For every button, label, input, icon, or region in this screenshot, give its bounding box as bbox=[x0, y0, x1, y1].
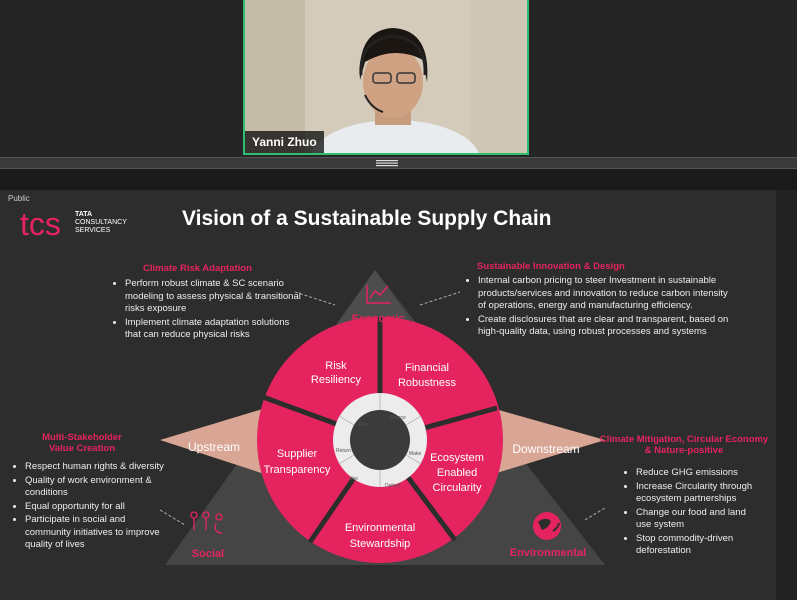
people-icon bbox=[190, 511, 223, 534]
list-item: Create disclosures that are clear and tr… bbox=[478, 314, 733, 339]
cycle-hub bbox=[350, 410, 410, 470]
panel-resize-handle[interactable] bbox=[0, 157, 797, 169]
stakeholder-title: Multi-Stakeholder Value Creation bbox=[42, 432, 122, 454]
grip-icon bbox=[376, 160, 398, 167]
innovation-list: Internal carbon pricing to steer Investm… bbox=[465, 275, 733, 340]
list-item: Quality of work environment & conditions bbox=[25, 475, 170, 500]
tcs-logo: tcs TATA CONSULTANCY SERVICES bbox=[20, 206, 127, 242]
supplier-label-2: Transparency bbox=[264, 464, 331, 476]
slide-diagram: Plan Source Make Deliver Use Return Risk… bbox=[20, 206, 606, 565]
financial-label-2: Robustness bbox=[398, 377, 457, 389]
leader-line bbox=[419, 291, 461, 306]
downstream-label: Downstream bbox=[512, 442, 579, 456]
economic-label: Economic bbox=[352, 313, 405, 325]
slide-title: Vision of a Sustainable Supply Chain bbox=[182, 207, 552, 230]
shared-slide: Plan Source Make Deliver Use Return Risk… bbox=[0, 190, 776, 600]
financial-label-1: Financial bbox=[405, 362, 449, 374]
list-item: Reduce GHG emissions bbox=[636, 467, 763, 480]
participant-video bbox=[245, 0, 527, 153]
svg-text:CONSULTANCY: CONSULTANCY bbox=[75, 219, 127, 226]
risk-label-1: Risk bbox=[325, 360, 347, 372]
list-item: Perform robust climate & SC scenario mod… bbox=[125, 278, 302, 316]
cycle-deliver: Deliver bbox=[385, 483, 401, 489]
supplier-label-1: Supplier bbox=[277, 448, 318, 460]
list-item: Internal carbon pricing to steer Investm… bbox=[478, 275, 733, 313]
participant-video-tile[interactable]: Yanni Zhuo bbox=[243, 0, 529, 155]
list-item: Implement climate adaptation solutions t… bbox=[125, 317, 302, 342]
ecosystem-label-2: Enabled bbox=[437, 467, 477, 479]
mitigation-title: Climate Mitigation, Circular Economy & N… bbox=[599, 434, 769, 456]
globe-icon bbox=[533, 512, 561, 540]
stakeholder-list: Respect human rights & diversity Quality… bbox=[12, 461, 170, 553]
list-item: Respect human rights & diversity bbox=[25, 461, 170, 474]
list-item: Equal opportunity for all bbox=[25, 501, 170, 514]
cycle-source: Source bbox=[390, 415, 406, 421]
cycle-plan: Plan bbox=[359, 422, 369, 428]
cycle-make: Make bbox=[409, 451, 421, 457]
innovation-title: Sustainable Innovation & Design bbox=[477, 261, 625, 272]
ecosystem-label-3: Circularity bbox=[433, 482, 482, 494]
participant-name: Yanni Zhuo bbox=[245, 131, 324, 153]
social-label: Social bbox=[192, 548, 224, 560]
climate-risk-title: Climate Risk Adaptation bbox=[143, 263, 252, 274]
scrollbar[interactable] bbox=[776, 190, 797, 600]
list-item: Participate in social and community init… bbox=[25, 514, 170, 552]
cycle-use: Use bbox=[349, 476, 358, 482]
chart-growth-icon bbox=[366, 285, 391, 304]
risk-label-2: Resiliency bbox=[311, 374, 362, 386]
ecosystem-label-1: Ecosystem bbox=[430, 452, 484, 464]
video-gallery: Yanni Zhuo bbox=[0, 0, 797, 157]
climate-risk-list: Perform robust climate & SC scenario mod… bbox=[112, 278, 302, 343]
environmental-label-1: Environmental bbox=[345, 522, 415, 534]
upstream-label: Upstream bbox=[188, 440, 240, 454]
svg-text:SERVICES: SERVICES bbox=[75, 227, 111, 234]
leader-line bbox=[294, 291, 336, 306]
list-item: Change our food and land use system bbox=[636, 507, 763, 532]
svg-text:tcs: tcs bbox=[20, 206, 61, 242]
classification-label: Public bbox=[8, 194, 30, 203]
mitigation-list: Reduce GHG emissions Increase Circularit… bbox=[623, 467, 763, 559]
environmental-corner-label: Environmental bbox=[510, 547, 586, 559]
leader-line bbox=[584, 507, 606, 521]
environmental-label-2: Stewardship bbox=[350, 538, 411, 550]
list-item: Stop commodity-driven deforestation bbox=[636, 533, 763, 558]
svg-text:TATA: TATA bbox=[75, 211, 92, 218]
list-item: Increase Circularity through ecosystem p… bbox=[636, 481, 763, 506]
cycle-return: Return bbox=[336, 448, 351, 454]
